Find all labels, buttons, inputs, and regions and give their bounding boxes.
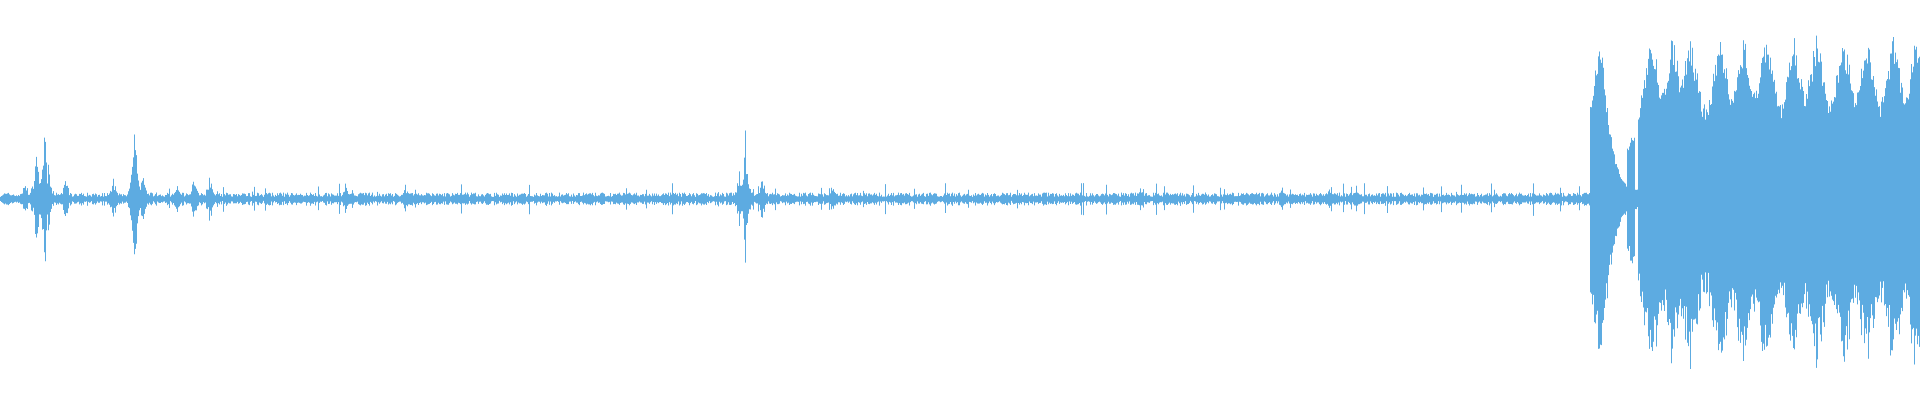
waveform-bars <box>0 35 1920 369</box>
